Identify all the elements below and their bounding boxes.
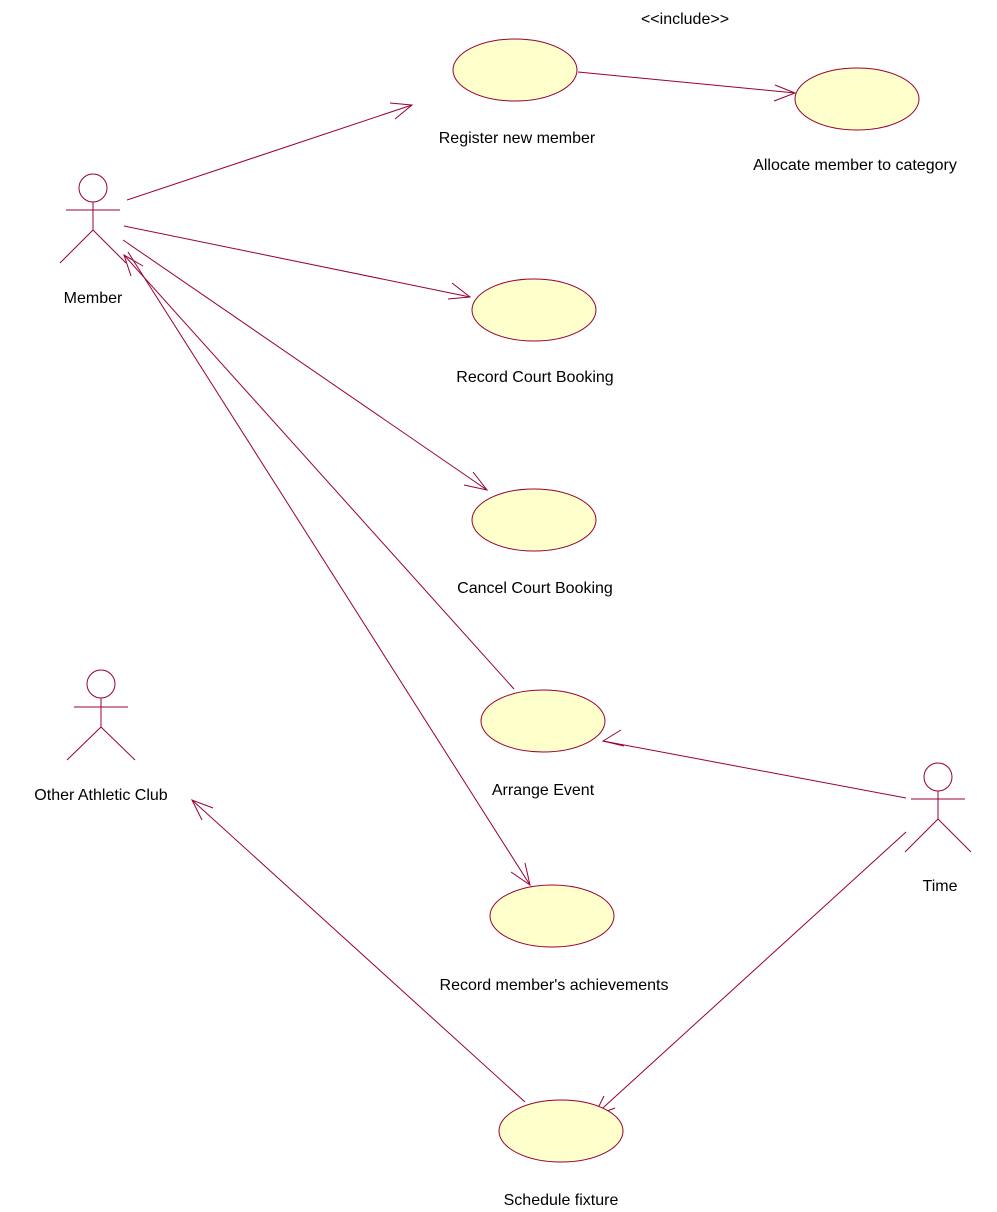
usecase-arrange-event[interactable]: Arrange Event (480, 689, 606, 799)
actor-time[interactable]: Time (904, 762, 972, 895)
assoc-member-record-booking (123, 225, 472, 300)
usecase-schedule-fixture-label: Schedule fixture (504, 1192, 619, 1209)
usecase-cancel-booking-label: Cancel Court Booking (457, 580, 613, 597)
usecase-register-label: Register new member (439, 130, 596, 147)
actor-member[interactable]: Member (59, 173, 127, 307)
usecase-allocate-label: Allocate member to category (753, 157, 957, 174)
usecase-achievements-ellipse (489, 884, 615, 948)
actor-other-club-figure-icon (66, 669, 136, 761)
include-stereotype-label: <<include>> (641, 11, 729, 28)
assoc-register-allocate-include (577, 71, 797, 102)
usecase-register-new-member[interactable]: Register new member (439, 38, 596, 147)
usecase-cancel-court-booking[interactable]: Cancel Court Booking (457, 488, 613, 597)
assoc-member-register (126, 102, 414, 201)
usecase-allocate-member[interactable]: Allocate member to category (753, 67, 957, 174)
usecase-register-ellipse (452, 38, 578, 102)
usecase-record-booking-label: Record Court Booking (456, 369, 613, 386)
usecase-allocate-ellipse (794, 67, 920, 131)
assoc-member-cancel-booking (122, 239, 489, 491)
usecases: Register new member Allocate member to c… (439, 38, 957, 1209)
actor-member-figure-icon (59, 173, 127, 264)
actor-other-club-label: Other Athletic Club (34, 787, 168, 804)
usecase-arrange-event-label: Arrange Event (492, 782, 595, 799)
assoc-time-schedule-fixture (592, 831, 907, 1117)
usecase-record-court-booking[interactable]: Record Court Booking (456, 278, 614, 386)
usecase-record-achievements[interactable]: Record member's achievements (440, 884, 669, 994)
usecase-arrange-event-ellipse (480, 689, 606, 753)
assoc-schedule-fixture-other-club (190, 799, 526, 1103)
usecase-schedule-fixture-ellipse (498, 1099, 624, 1163)
assoc-member-achievements (127, 251, 531, 887)
assoc-arrange-event-member (123, 253, 515, 690)
usecase-cancel-booking-ellipse (471, 488, 597, 552)
actor-time-label: Time (923, 878, 958, 895)
actor-member-label: Member (64, 290, 123, 307)
associations (122, 71, 907, 1117)
usecase-schedule-fixture[interactable]: Schedule fixture (498, 1099, 624, 1209)
usecase-record-booking-ellipse (471, 278, 597, 342)
usecase-achievements-label: Record member's achievements (440, 977, 669, 994)
assoc-time-arrange-event (601, 729, 907, 799)
actor-time-figure-icon (904, 762, 972, 853)
actor-other-athletic-club[interactable]: Other Athletic Club (34, 669, 168, 804)
